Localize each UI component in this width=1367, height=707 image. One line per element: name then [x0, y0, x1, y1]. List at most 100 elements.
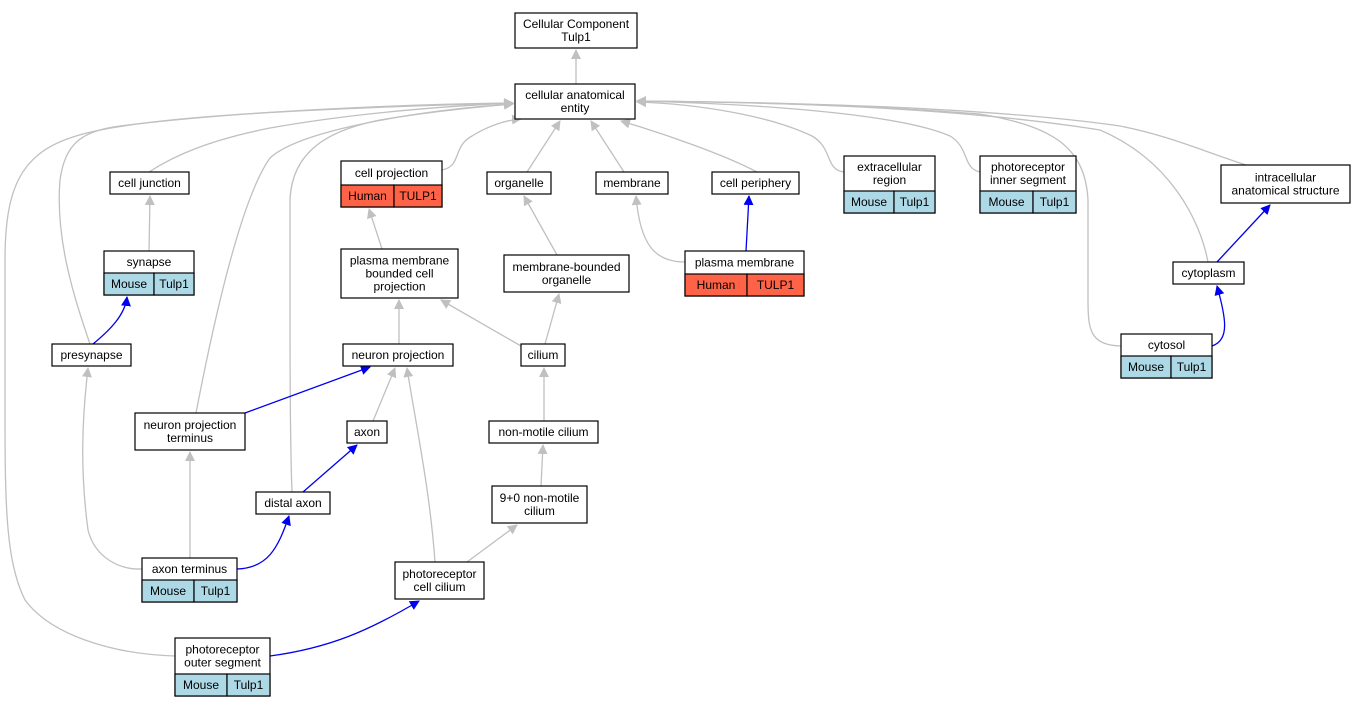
node-organelle[interactable]: organelle [486, 171, 552, 195]
edge-axon-terminus-to-presynapse [82, 367, 143, 570]
node-label: cell cilium [413, 580, 465, 594]
species-label: Mouse [183, 678, 219, 692]
node-label: distal axon [264, 496, 321, 510]
edge-membrane-to-cae [590, 120, 625, 173]
node-distal-axon[interactable]: distal axon [255, 491, 331, 515]
node-box [711, 171, 800, 195]
node-label: extracellular [857, 160, 922, 174]
gene-label: Tulp1 [201, 584, 231, 598]
edge-photoreceptor-inner-segment-to-cae [636, 96, 981, 173]
node-presynapse[interactable]: presynapse [51, 343, 132, 367]
node-box [514, 83, 636, 120]
node-label: neuron projection [352, 348, 445, 362]
node-neuron-projection[interactable]: neuron projection [342, 343, 454, 367]
edge-pm-bounded-cell-projection-to-cell-projection [367, 208, 383, 250]
species-label: Mouse [1128, 360, 1164, 374]
node-box [595, 171, 669, 195]
node-cilium[interactable]: cilium [520, 343, 566, 367]
node-label: cell projection [355, 166, 428, 180]
gene-label: TULP1 [757, 278, 795, 292]
node-box [394, 561, 485, 600]
gene-cell [153, 272, 195, 296]
node-box [134, 412, 246, 451]
edge-plasma-membrane-to-cell-periphery [743, 195, 754, 252]
node-label: organelle [542, 273, 592, 287]
edge-distal-axon-to-cae [289, 99, 514, 493]
edge-cilium-to-membrane-bounded-organelle [544, 293, 562, 345]
node-label: neuron projection [144, 418, 237, 432]
node-label: cilium [528, 348, 559, 362]
node-label: photoreceptor [402, 567, 476, 581]
node-box [346, 420, 388, 444]
node-label: cellular anatomical [525, 88, 624, 102]
species-label: Mouse [851, 195, 887, 209]
gene-label: TULP1 [399, 189, 437, 203]
edge-membrane-bounded-organelle-to-organelle [523, 195, 558, 256]
node-label: intracellular [1255, 171, 1316, 185]
gene-cell [1032, 190, 1077, 214]
edge-neuron-projection-terminus-to-neuron-projection [244, 365, 371, 414]
node-membrane[interactable]: membrane [595, 171, 669, 195]
node-label: outer segment [184, 656, 261, 670]
node-label: Tulp1 [561, 30, 591, 44]
gene-cell [393, 184, 443, 208]
gene-label: Tulp1 [1040, 195, 1070, 209]
node-label: photoreceptor [185, 643, 259, 657]
edge-distal-axon-to-axon [302, 444, 358, 493]
node-box [520, 343, 566, 367]
gene-cell [893, 190, 936, 214]
node-cytoplasm[interactable]: cytoplasm [1172, 261, 1245, 285]
edge-cilium-to-pm-bounded-cell-projection [440, 299, 522, 347]
edge-cytoplasm-to-intracellular-anatomical-structure [1216, 204, 1271, 263]
edge-cytosol-to-cytoplasm [1211, 285, 1226, 347]
edge-axon-terminus-to-distal-axon [236, 515, 291, 570]
node-label: photoreceptor [991, 160, 1065, 174]
node-box [109, 171, 190, 195]
gene-cell [1170, 355, 1213, 379]
node-label: organelle [494, 176, 544, 190]
edge-extracellular-region-to-cae [636, 97, 845, 173]
node-box [255, 491, 331, 515]
node-non-motile-cilium[interactable]: non-motile cilium [488, 420, 599, 444]
gene-label: Tulp1 [900, 195, 930, 209]
node-axon[interactable]: axon [346, 420, 388, 444]
node-box [503, 254, 630, 293]
node-box [1172, 261, 1245, 285]
node-box [1220, 164, 1351, 204]
node-label: entity [561, 101, 590, 115]
node-cell-junction[interactable]: cell junction [109, 171, 190, 195]
node-label: terminus [167, 431, 213, 445]
node-label: presynapse [60, 348, 122, 362]
edge-synapse-to-cell-junction [144, 195, 155, 252]
node-cell-periphery[interactable]: cell periphery [711, 171, 800, 195]
edge-plasma-membrane-to-membrane [631, 195, 686, 263]
node-box [342, 343, 454, 367]
edge-cell-periphery-to-cae [620, 118, 758, 173]
species-label: Human [348, 189, 387, 203]
node-box [51, 343, 132, 367]
edge-photoreceptor-outer-segment-to-cae [4, 98, 514, 657]
edge-cell-projection-to-cae [441, 114, 522, 171]
node-box [491, 485, 588, 524]
edge-organelle-to-cae [526, 120, 561, 173]
edge-presynapse-to-synapse [92, 296, 131, 345]
species-label: Mouse [111, 277, 147, 291]
